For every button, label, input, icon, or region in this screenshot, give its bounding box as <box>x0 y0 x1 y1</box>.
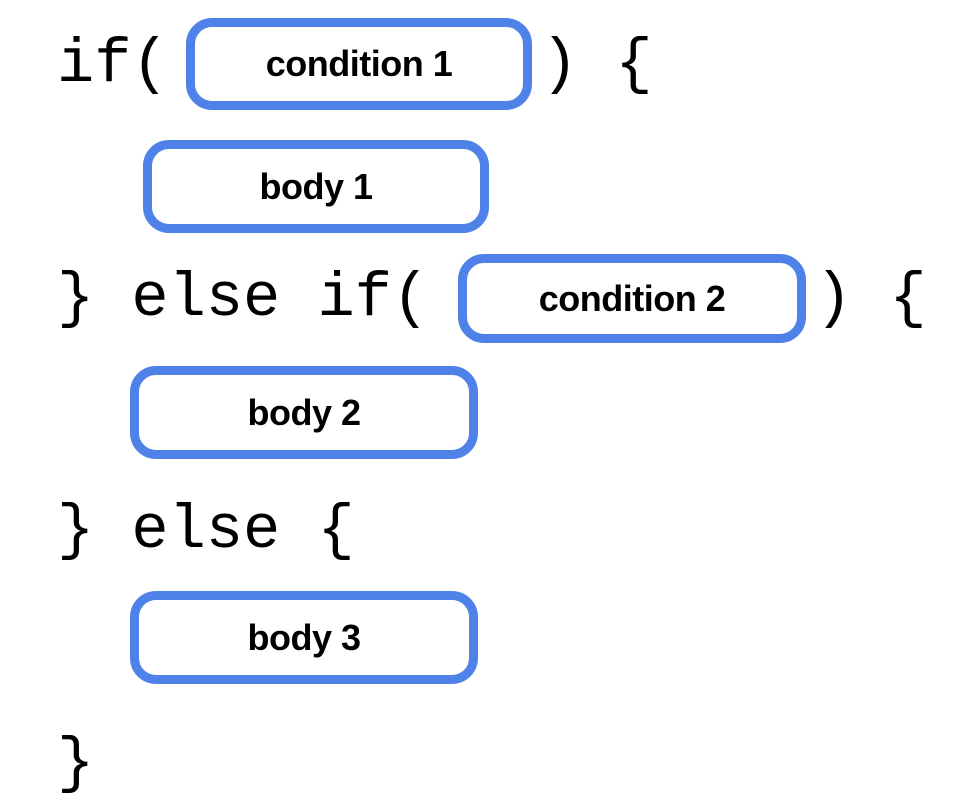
slot-condition-2-label: condition 2 <box>538 277 726 319</box>
code-token-if-close: ) { <box>541 29 653 100</box>
slot-body-2-label: body 2 <box>247 391 361 433</box>
slot-body-3-label: body 3 <box>247 616 361 658</box>
slot-body-1-label: body 1 <box>259 165 373 207</box>
slot-condition-1-label: condition 1 <box>265 43 453 84</box>
code-token-else: } else { <box>57 495 355 566</box>
slot-condition-1[interactable]: condition 1 <box>186 18 532 110</box>
slot-body-3[interactable]: body 3 <box>130 591 478 684</box>
code-token-elseif-open: } else if( <box>57 263 430 334</box>
code-token-elseif-close: ) { <box>815 263 927 334</box>
code-token-if-open: if( <box>57 29 169 100</box>
slot-condition-2[interactable]: condition 2 <box>458 254 806 343</box>
code-token-closing-brace: } <box>57 728 95 799</box>
slot-body-1[interactable]: body 1 <box>143 140 489 233</box>
slot-body-2[interactable]: body 2 <box>130 366 478 459</box>
